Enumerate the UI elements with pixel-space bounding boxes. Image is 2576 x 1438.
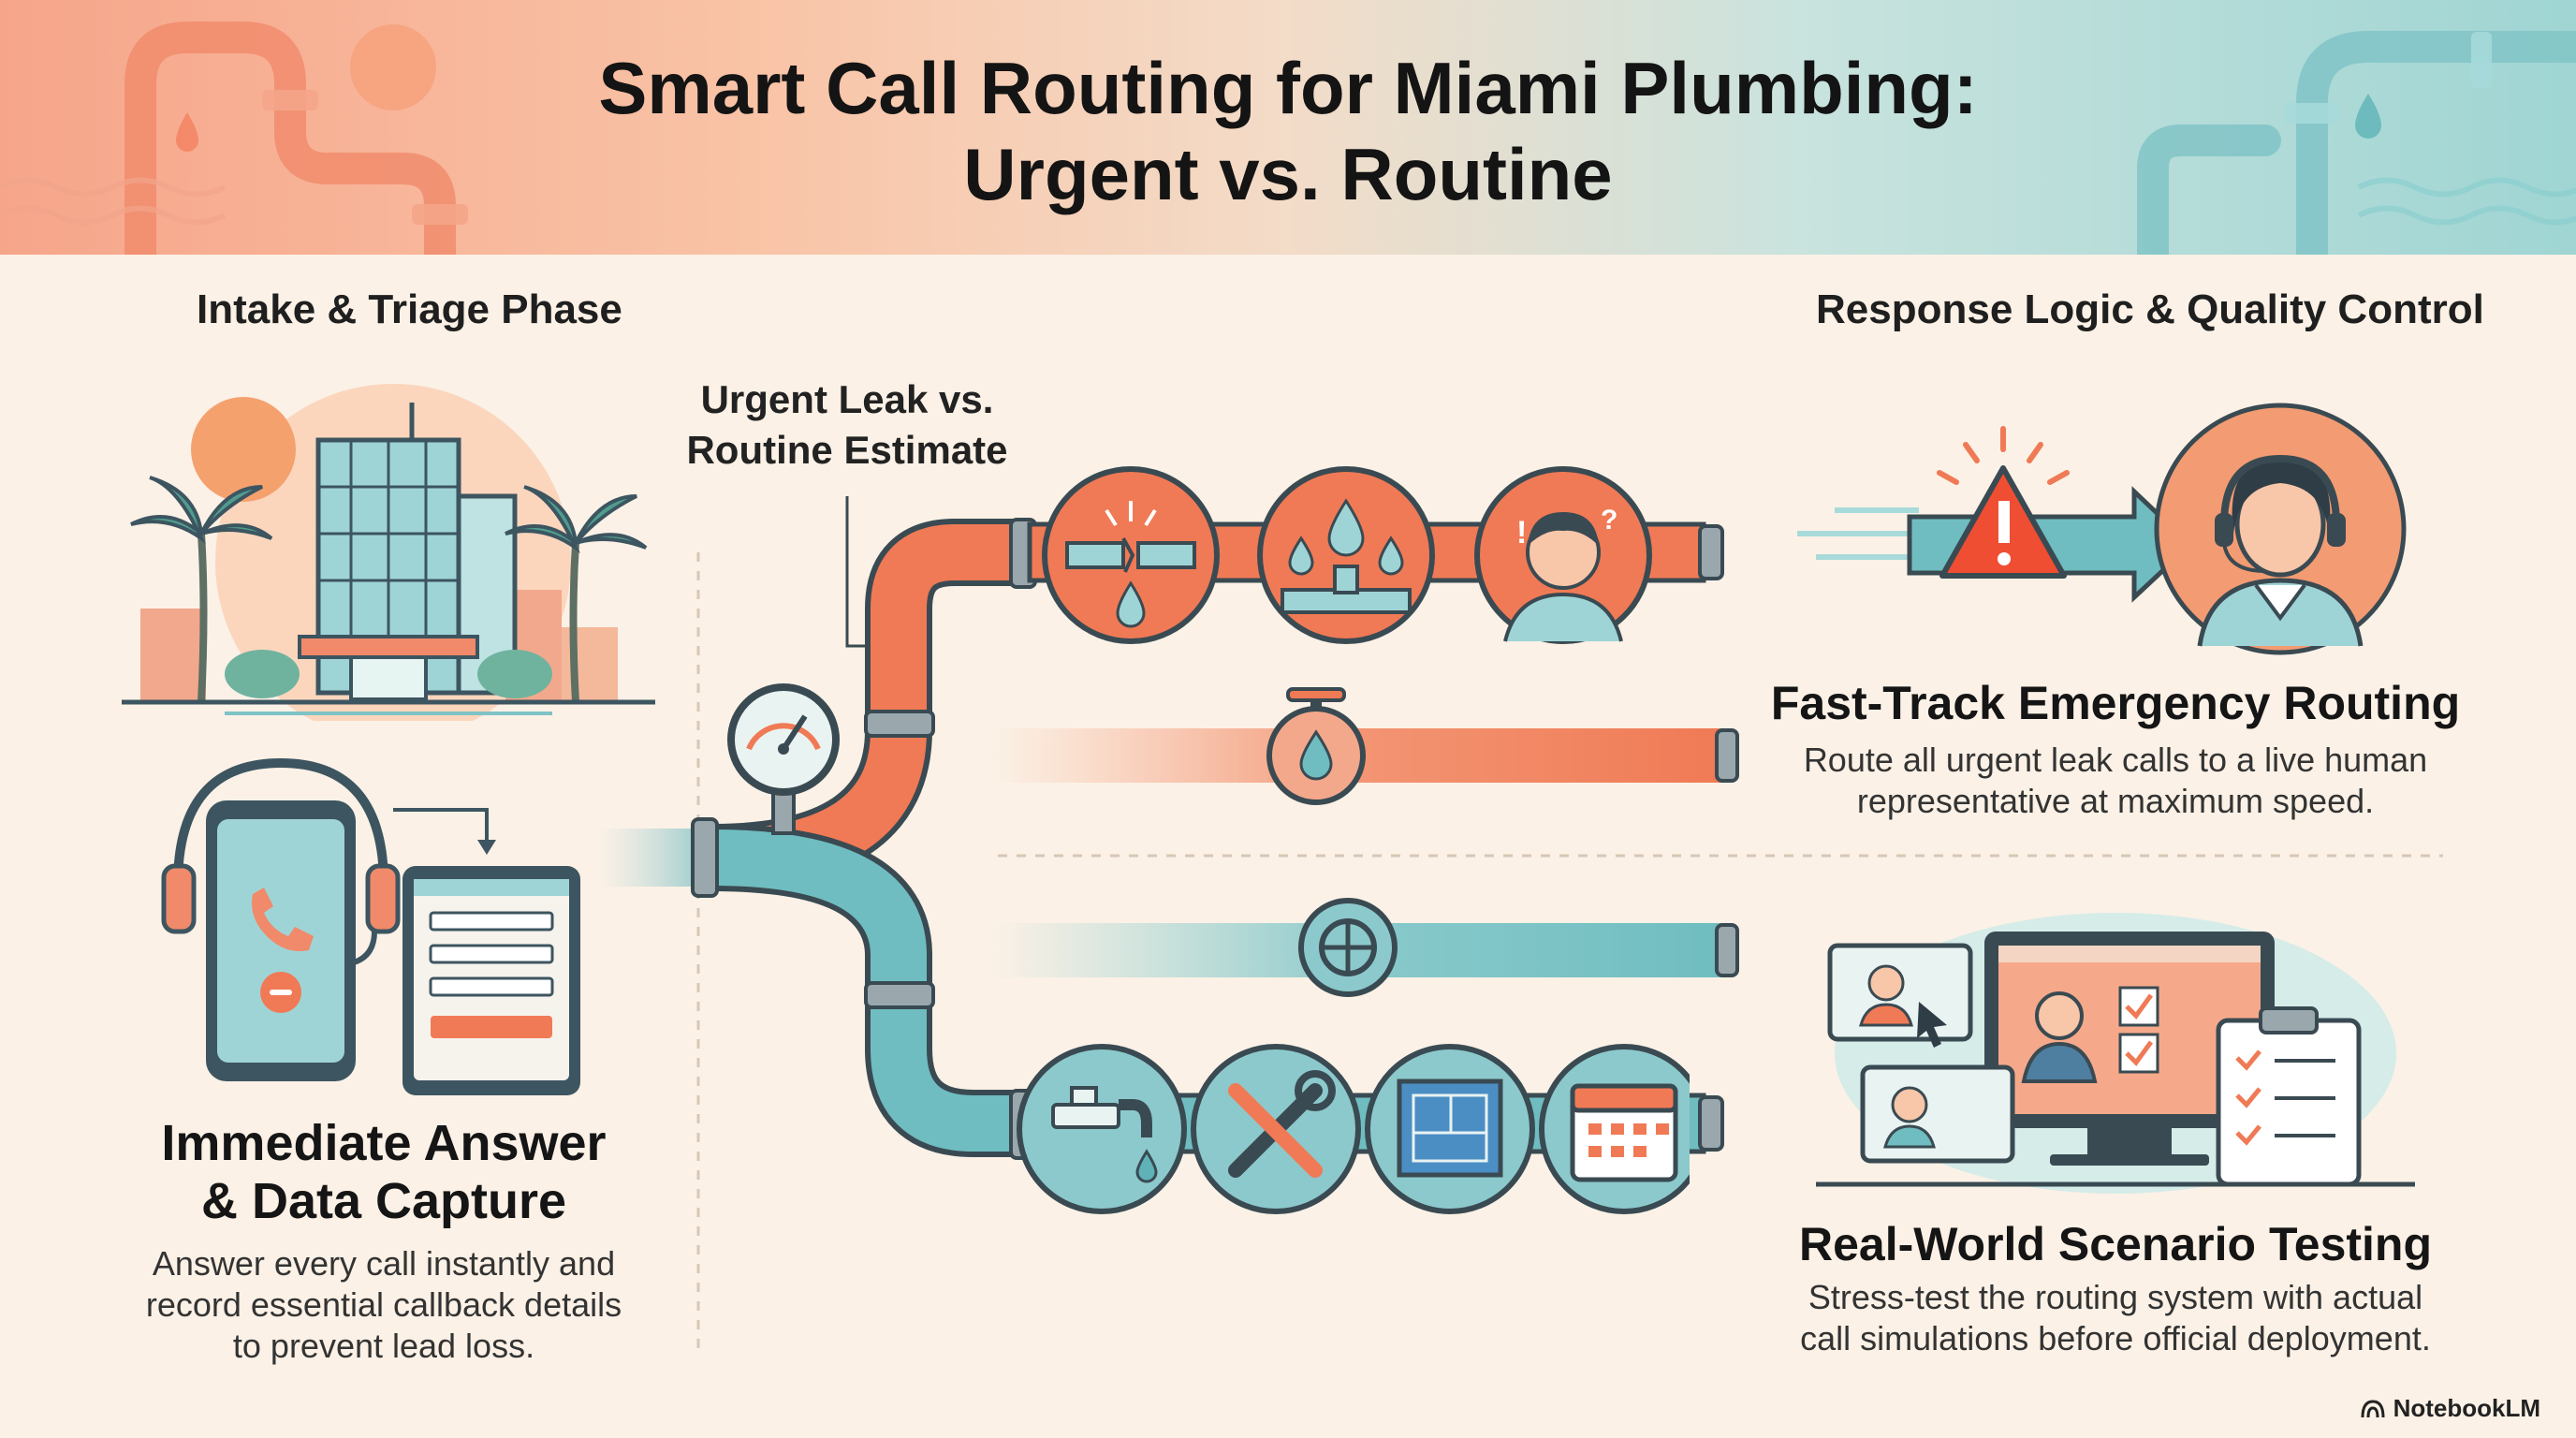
routing-split-label-line-2: Routine Estimate	[686, 428, 1008, 472]
sun-icon	[191, 397, 296, 502]
scenario-testing-description-line-1: Stress-test the routing system with actu…	[1808, 1278, 2423, 1316]
cursor-icon	[1917, 1002, 1947, 1048]
scenario-testing-description-line-2: call simulations before official deploym…	[1800, 1319, 2431, 1357]
svg-text:?: ?	[1601, 505, 1617, 536]
header-drop-icon	[176, 112, 198, 152]
brand-badge: NotebookLM	[2360, 1394, 2540, 1423]
left-heading: Immediate Answer & Data Capture	[103, 1114, 665, 1230]
video-call-window-2-icon	[1860, 1064, 2015, 1164]
faucet-icon	[1017, 1044, 1187, 1214]
valve-teal-icon	[1298, 898, 1398, 997]
brand-label: NotebookLM	[2393, 1394, 2540, 1422]
blueprint-icon	[1365, 1044, 1535, 1214]
fast-track-description-line-2: representative at maximum speed.	[1856, 782, 2375, 820]
header-wave-left-icon	[0, 177, 227, 226]
routing-split-label-line-1: Urgent Leak vs.	[700, 377, 994, 421]
scenario-testing-description: Stress-test the routing system with actu…	[1741, 1277, 2490, 1359]
broken-pipe-icon	[1042, 466, 1220, 644]
fast-track-description-line-1: Route all urgent leak calls to a live hu…	[1803, 741, 2428, 779]
miami-city-illustration	[122, 384, 655, 721]
header-banner: Smart Call Routing for Miami Plumbing: U…	[0, 0, 2576, 255]
palm-tree-left-icon	[130, 476, 273, 703]
header-sun-icon	[350, 24, 436, 110]
page-title: Smart Call Routing for Miami Plumbing: U…	[352, 45, 2224, 217]
left-heading-line-2: & Data Capture	[200, 1173, 567, 1229]
notebooklm-logo-icon	[2361, 1399, 2385, 1417]
pressure-gauge-icon	[727, 683, 840, 835]
video-call-window-icon	[1827, 943, 1973, 1048]
header-drop-right-icon	[2355, 94, 2381, 139]
fast-track-illustration	[1797, 403, 2407, 655]
valve-orange-icon	[1266, 687, 1366, 805]
calendar-icon	[1539, 1044, 1690, 1214]
fast-track-heading: Fast-Track Emergency Routing	[1770, 677, 2461, 729]
title-line-1: Smart Call Routing for Miami Plumbing:	[598, 47, 1978, 129]
left-heading-line-1: Immediate Answer	[161, 1115, 607, 1171]
arrow-to-form-icon	[393, 808, 489, 847]
scenario-testing-heading: Real-World Scenario Testing	[1798, 1218, 2433, 1270]
header-pipe-right-icon	[2137, 31, 2576, 255]
support-agent-icon	[2154, 403, 2407, 655]
worried-person-icon: ! ?	[1474, 466, 1652, 644]
scenario-testing-illustration	[1816, 913, 2415, 1194]
svg-text:!: !	[1516, 515, 1527, 550]
phone-and-form-illustration	[161, 757, 580, 1095]
left-description-line-1: Answer every call instantly and	[152, 1244, 616, 1283]
header-pipe-left-icon	[124, 22, 456, 255]
fast-arrow-icon	[1907, 486, 2194, 603]
left-description: Answer every call instantly and record e…	[103, 1243, 665, 1367]
water-spray-icon	[1257, 466, 1435, 644]
right-section-label: Response Logic & Quality Control	[1816, 286, 2484, 332]
tools-icon	[1191, 1044, 1361, 1214]
title-line-2: Urgent vs. Routine	[963, 133, 1613, 215]
header-wave-right-icon	[2357, 177, 2576, 226]
routine-icons-row	[1017, 1044, 1690, 1214]
left-description-line-2: record essential callback details	[145, 1285, 622, 1324]
phone-call-icon	[252, 888, 314, 951]
smartphone-headset-icon	[161, 757, 401, 1081]
tablet-form-icon	[402, 866, 580, 1095]
routing-split-label: Urgent Leak vs. Routine Estimate	[674, 374, 1020, 476]
speed-lines-icon	[1797, 507, 1919, 560]
warning-icon	[1937, 426, 2070, 579]
fast-track-description: Route all urgent leak calls to a live hu…	[1741, 740, 2490, 822]
left-description-line-3: to prevent lead loss.	[232, 1327, 535, 1365]
checklist-clipboard-icon	[2216, 1006, 2362, 1187]
urgent-icons-row: ! ?	[1042, 466, 1652, 644]
palm-tree-right-icon	[505, 485, 648, 703]
header-decoration	[0, 22, 2576, 255]
left-section-label: Intake & Triage Phase	[197, 286, 622, 332]
